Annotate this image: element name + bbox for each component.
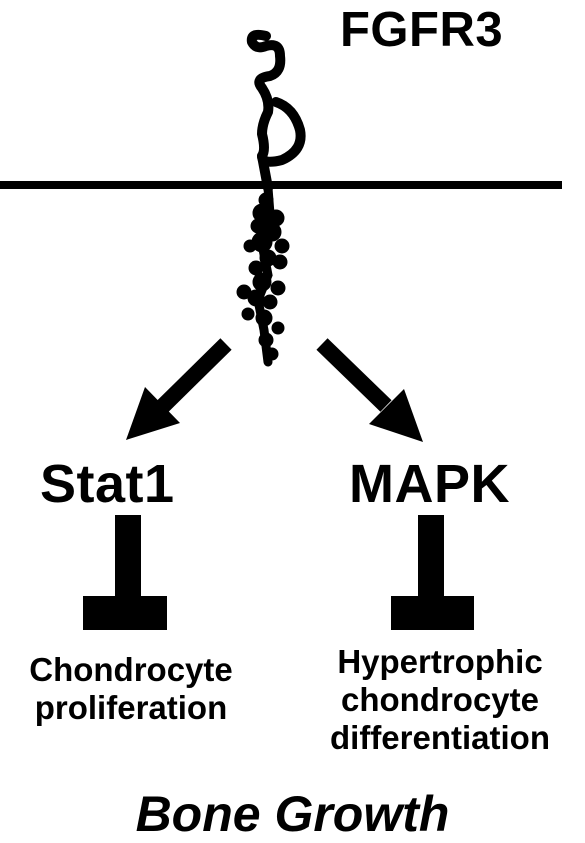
arrow-to-stat1 [126, 338, 232, 440]
outcome-proliferation: Chondrocyte proliferation [0, 651, 262, 727]
outcome-differentiation: Hypertrophic chondrocyte differentiation [295, 643, 585, 757]
stat1-label: Stat1 [40, 454, 175, 514]
outcome-line: differentiation [330, 719, 550, 756]
arrow-to-mapk [316, 338, 423, 442]
outcome-line: Hypertrophic [337, 643, 543, 680]
receptor-label: FGFR3 [340, 3, 504, 57]
outcome-line: chondrocyte [340, 681, 540, 718]
outcome-line: Chondrocyte [29, 651, 233, 688]
inhibition-bar-mapk [391, 515, 474, 630]
mapk-label: MAPK [349, 454, 510, 514]
receptor-intracellular-domain [236, 183, 290, 367]
receptor-extracellular-domain [246, 29, 306, 193]
inhibition-bar-stat1 [83, 515, 167, 630]
process-label: Bone Growth [135, 786, 450, 842]
outcome-line: proliferation [34, 689, 228, 726]
